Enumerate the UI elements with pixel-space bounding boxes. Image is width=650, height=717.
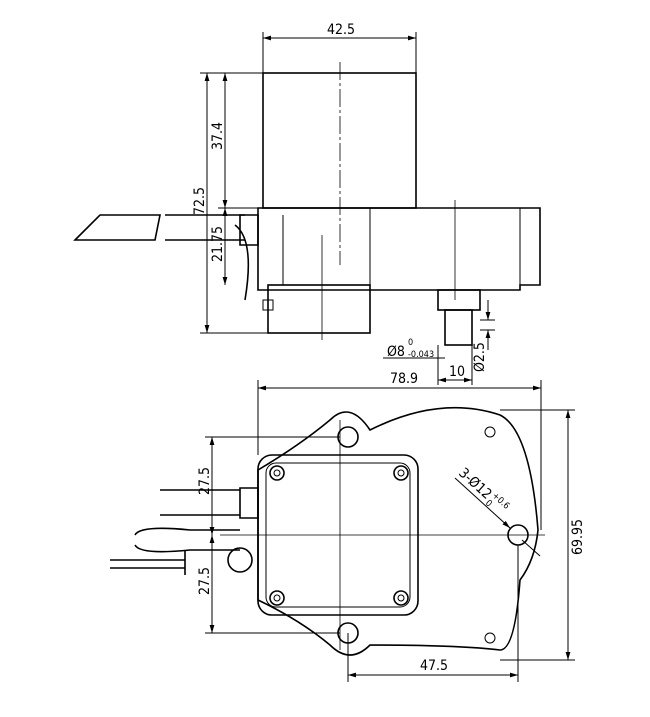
wires	[110, 487, 259, 575]
gearbox-body	[257, 207, 541, 291]
shaft-tol-upper: 0	[408, 338, 413, 348]
dim-lower-offset: 27.5	[197, 567, 213, 595]
motor-body	[262, 72, 417, 209]
dim-total-width: 78.9	[390, 371, 418, 387]
dim-gearbox-height: 21.75	[210, 226, 226, 262]
shaft-hub	[437, 289, 481, 311]
cable-gland	[234, 214, 259, 301]
dim-hole-spacing: 47.5	[420, 658, 448, 674]
dim-total-height: 72.5	[192, 187, 208, 215]
dim-flat: Ø2.5	[472, 342, 488, 372]
holes-tol-lower: 0	[483, 499, 494, 510]
dim-motor-width: 42.5	[327, 22, 355, 38]
dim-motor-height: 37.4	[210, 122, 226, 150]
flange-outline	[257, 406, 539, 656]
dim-total-height: 69.95	[570, 519, 586, 555]
gear-boss	[267, 284, 371, 334]
holes-label: 3-Ø12 +0.6 0	[455, 465, 511, 512]
dim-shaft-dia: Ø8	[387, 344, 405, 360]
dim-shaft-length: 10	[449, 364, 465, 380]
bottom-view: 78.9 69.95 27.5 27.5 47.5 3-Ø12 +0.6 0	[110, 371, 586, 682]
top-view: 42.5 37.4 72.5 21.75 Ø8 0 -0.043 10 Ø2.5	[73, 22, 541, 385]
dim-upper-offset: 27.5	[197, 467, 213, 495]
shaft-tol-lower: -0.043	[408, 350, 434, 360]
output-shaft	[444, 309, 473, 346]
